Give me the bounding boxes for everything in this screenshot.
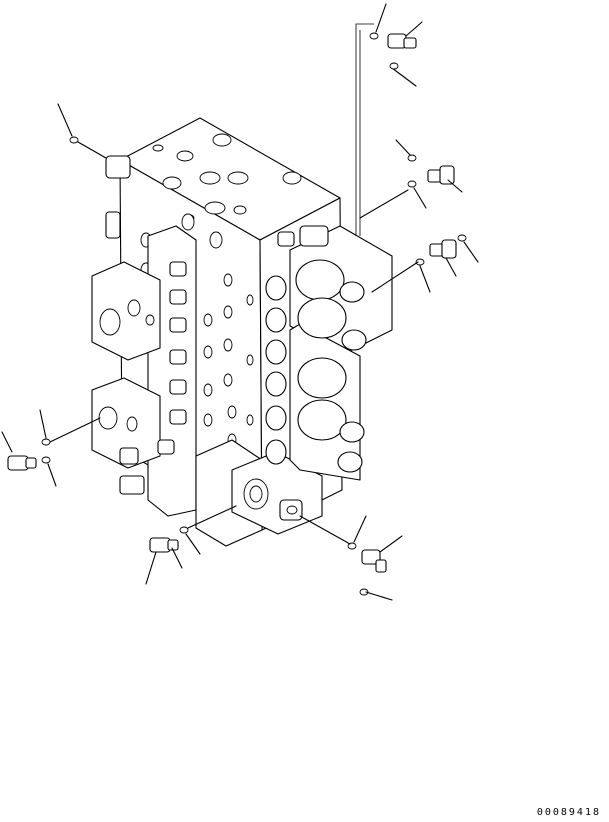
top-plugs	[152, 133, 302, 222]
pipe-top	[355, 23, 374, 236]
fitting-bottom-right	[299, 515, 403, 601]
solenoid-plugs	[265, 225, 329, 465]
fitting-left	[1, 409, 101, 487]
o-ring-top	[369, 3, 387, 40]
bottom-section	[195, 439, 323, 547]
fitting-right	[371, 234, 479, 293]
drawing-number: 00089418	[536, 807, 601, 818]
fitting-top-elbow	[387, 21, 423, 87]
left-fittings	[105, 155, 187, 495]
solenoid-valve-block	[265, 225, 393, 481]
fitting-upper-right	[359, 139, 463, 219]
solenoid-coils	[295, 259, 367, 473]
fitting-bottom-left	[145, 505, 237, 585]
fitting-upper-left	[57, 103, 107, 159]
